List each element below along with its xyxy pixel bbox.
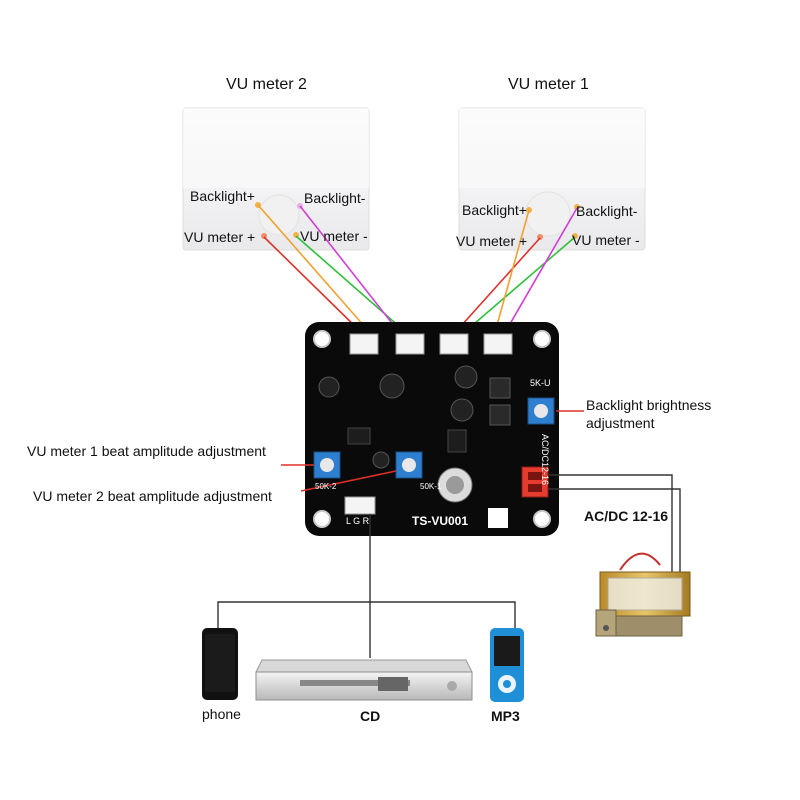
board-pot-50k-2-label: 50K-2 [315, 482, 337, 491]
vu2-beat-adjustment-label: VU meter 2 beat amplitude adjustment [33, 488, 272, 504]
pcb-board [305, 322, 559, 536]
meter1-vu-minus-label: VU meter - [572, 232, 640, 248]
phone-label: phone [202, 706, 241, 722]
board-model-label: TS-VU001 [412, 514, 469, 528]
cd-label: CD [360, 708, 381, 724]
mp3-player [490, 628, 524, 702]
vu1-beat-adjustment-label: VU meter 1 beat amplitude adjustment [27, 443, 266, 459]
meter2-vu-minus-label: VU meter - [300, 228, 368, 244]
meter2-vu-plus-label: VU meter + [184, 229, 256, 245]
backlight-brightness-label-line1: Backlight brightness [586, 397, 712, 413]
vu-meter-1 [458, 107, 646, 251]
vu-meter-2 [182, 107, 370, 251]
meter1-wires [451, 207, 578, 337]
annotation-lines [281, 410, 584, 492]
meter2-backlight-minus-label: Backlight- [304, 190, 366, 206]
meter2-title: VU meter 2 [226, 76, 307, 93]
meter1-backlight-plus-label: Backlight+ [462, 202, 527, 218]
meter1-backlight-minus-label: Backlight- [576, 203, 638, 219]
meter2-backlight-plus-label: Backlight+ [190, 188, 255, 204]
cd-player [255, 659, 473, 701]
board-power-label: AC/DC12-16 [540, 434, 550, 486]
meter2-wires [257, 204, 411, 337]
meter1-title: VU meter 1 [508, 76, 589, 93]
backlight-brightness-label-line2: adjustment [586, 415, 655, 431]
power-supply-label: AC/DC 12-16 [584, 508, 669, 524]
board-pot-50k-1-label: 50K-1 [420, 482, 442, 491]
board-input-pins-label: L G R [346, 516, 370, 526]
meter1-vu-plus-label: VU meter + [456, 233, 528, 249]
transformer [595, 552, 691, 637]
power-wires [548, 474, 681, 572]
mp3-label: MP3 [491, 708, 520, 724]
board-pot-5k-label: 5K-U [530, 378, 551, 388]
audio-wires [217, 514, 516, 658]
phone-device [202, 628, 238, 700]
